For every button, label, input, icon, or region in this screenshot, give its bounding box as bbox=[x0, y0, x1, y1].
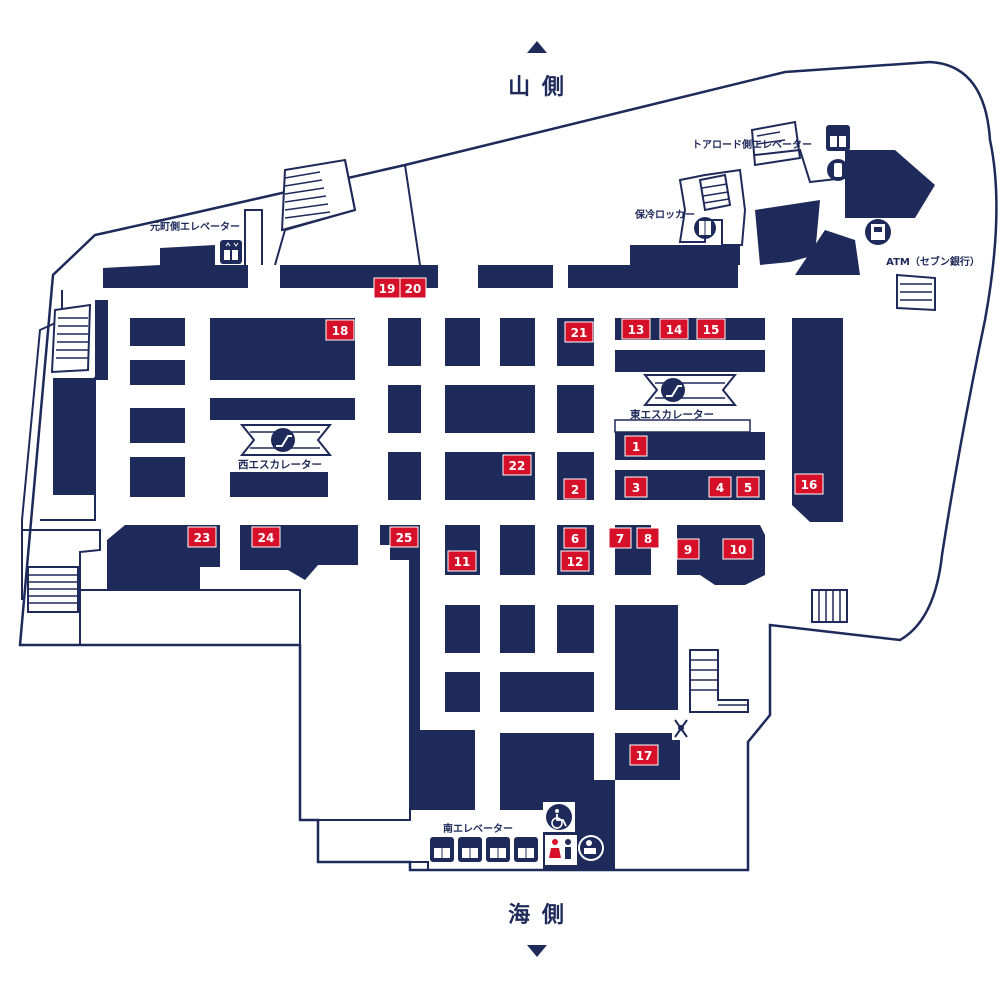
south-elevator-icons bbox=[430, 837, 538, 862]
atm-icon bbox=[865, 219, 891, 245]
shop-badge[interactable]: 12 bbox=[560, 550, 590, 572]
restroom-icon bbox=[545, 835, 577, 865]
lighting-fixture-icon bbox=[672, 717, 690, 740]
shop-badge[interactable]: 2 bbox=[563, 478, 587, 500]
shop-badge[interactable]: 17 bbox=[629, 744, 659, 766]
shop-badge[interactable]: 22 bbox=[502, 454, 532, 476]
stairs-northwest bbox=[50, 303, 92, 374]
shop-badge[interactable]: 9 bbox=[676, 538, 700, 560]
toa-road-elevator-label: トアロード側エレベーター bbox=[692, 138, 812, 151]
svg-text:10: 10 bbox=[730, 543, 747, 557]
wheelchair-icon bbox=[543, 802, 575, 832]
shop-badge[interactable]: 7 bbox=[608, 527, 632, 549]
shop-blocks bbox=[53, 150, 935, 870]
shop-badge[interactable]: 18 bbox=[325, 319, 355, 341]
svg-text:14: 14 bbox=[666, 323, 683, 337]
shop-badge[interactable]: 1 bbox=[624, 435, 648, 457]
baby-room-icon bbox=[578, 835, 604, 861]
shop-badge[interactable]: 6 bbox=[563, 527, 587, 549]
phone-icon bbox=[827, 159, 849, 181]
svg-text:22: 22 bbox=[509, 459, 526, 473]
north-service-corridor bbox=[244, 148, 846, 266]
north-arrow-icon bbox=[527, 41, 547, 53]
locker-icon bbox=[694, 217, 716, 239]
shop-badge[interactable]: 16 bbox=[794, 473, 824, 495]
shop-badge[interactable]: 15 bbox=[696, 318, 726, 340]
shop-badge[interactable]: 4 bbox=[708, 476, 732, 498]
svg-text:12: 12 bbox=[567, 555, 584, 569]
svg-text:17: 17 bbox=[636, 749, 653, 763]
svg-text:23: 23 bbox=[194, 531, 211, 545]
svg-text:19: 19 bbox=[379, 282, 396, 296]
svg-text:9: 9 bbox=[684, 543, 692, 557]
stairs-southeast bbox=[689, 649, 749, 713]
svg-text:13: 13 bbox=[628, 323, 645, 337]
shop-badge[interactable]: 21 bbox=[564, 321, 594, 343]
elevator-icon bbox=[220, 240, 242, 264]
shop-badge[interactable]: 14 bbox=[659, 318, 689, 340]
stairs-east bbox=[811, 589, 848, 623]
shop-badge[interactable]: 23 bbox=[187, 526, 217, 548]
svg-text:24: 24 bbox=[258, 531, 275, 545]
stairs-atm bbox=[896, 273, 936, 312]
svg-text:21: 21 bbox=[571, 326, 588, 340]
svg-text:18: 18 bbox=[332, 324, 349, 338]
shop-badges: 1 2 3 4 5 6 7 8 9 10 11 12 13 14 15 16 1… bbox=[187, 277, 824, 766]
svg-text:25: 25 bbox=[396, 531, 413, 545]
shop-badge[interactable]: 19 bbox=[373, 277, 401, 299]
south-arrow-icon bbox=[527, 945, 547, 957]
svg-text:11: 11 bbox=[454, 555, 471, 569]
stairs-northeast bbox=[698, 173, 732, 212]
atm-label: ATM（セブン銀行） bbox=[886, 255, 980, 268]
svg-text:6: 6 bbox=[571, 532, 579, 546]
elevator-icon bbox=[826, 125, 850, 151]
motomachi-elevator-label: 元町側エレベーター bbox=[150, 220, 240, 233]
stairs-southwest bbox=[27, 566, 79, 613]
svg-text:2: 2 bbox=[571, 483, 579, 497]
cold-locker-label: 保冷ロッカー bbox=[634, 208, 695, 221]
east-escalator: 東エスカレーター bbox=[614, 374, 751, 433]
escalator-icon bbox=[271, 428, 295, 452]
svg-text:8: 8 bbox=[644, 532, 652, 546]
shop-badge[interactable]: 13 bbox=[621, 318, 651, 340]
svg-text:20: 20 bbox=[405, 282, 422, 296]
svg-text:5: 5 bbox=[744, 481, 752, 495]
south-label: 海 側 bbox=[508, 902, 566, 928]
north-label: 山 側 bbox=[508, 75, 566, 100]
svg-text:4: 4 bbox=[716, 481, 724, 495]
shop-badge[interactable]: 3 bbox=[624, 476, 648, 498]
west-escalator-label: 西エスカレーター bbox=[238, 459, 322, 471]
shop-badge[interactable]: 8 bbox=[636, 527, 660, 549]
shop-badge[interactable]: 11 bbox=[447, 550, 477, 572]
shop-badge[interactable]: 5 bbox=[736, 476, 760, 498]
east-escalator-label: 東エスカレーター bbox=[630, 408, 714, 421]
svg-text:3: 3 bbox=[632, 481, 640, 495]
escalator-icon bbox=[661, 378, 685, 402]
shop-badge[interactable]: 25 bbox=[389, 526, 419, 548]
south-elevator-label: 南エレベーター bbox=[443, 822, 513, 835]
svg-text:15: 15 bbox=[703, 323, 720, 337]
shop-badge[interactable]: 24 bbox=[251, 526, 281, 548]
west-escalator: 西エスカレーター bbox=[238, 424, 333, 471]
svg-text:7: 7 bbox=[616, 532, 624, 546]
svg-text:16: 16 bbox=[801, 478, 818, 492]
svg-text:1: 1 bbox=[632, 440, 640, 454]
shop-badge[interactable]: 10 bbox=[722, 538, 754, 560]
shop-badge[interactable]: 20 bbox=[399, 277, 427, 299]
